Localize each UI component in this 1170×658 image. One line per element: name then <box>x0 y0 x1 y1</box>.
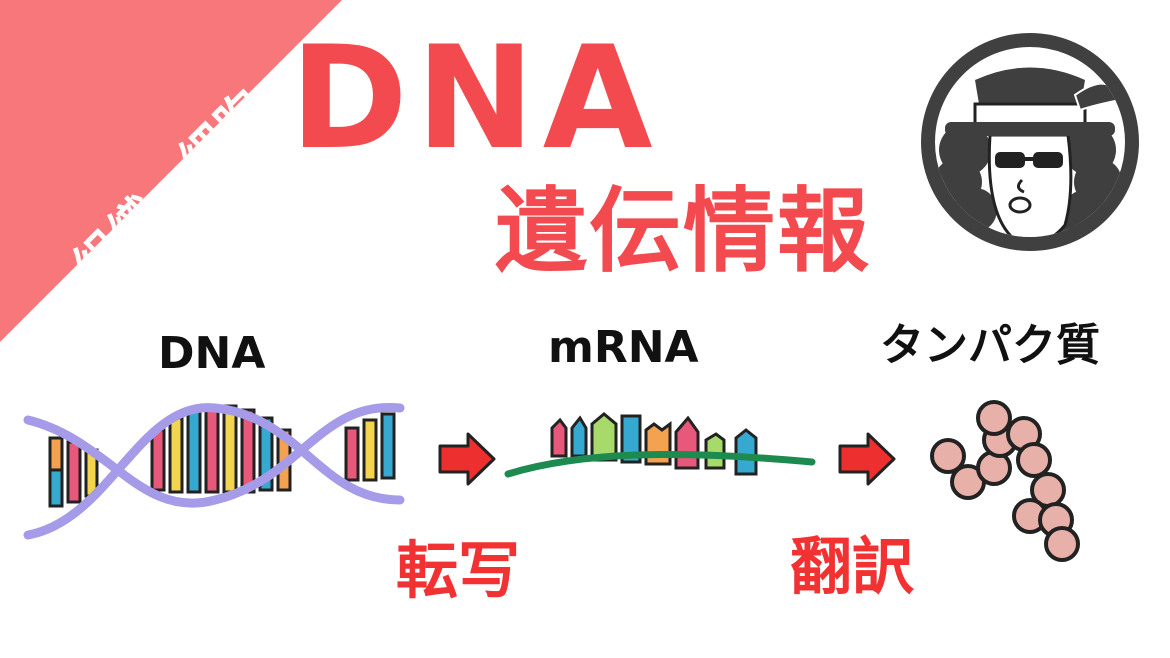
protein-chain-illustration <box>930 400 1080 562</box>
dna-helix-illustration <box>23 402 405 540</box>
translation-label: 翻訳 <box>790 530 915 603</box>
detective-avatar-icon <box>921 33 1139 251</box>
protein-label: タンパク質 <box>880 320 1100 371</box>
mrna-illustration <box>504 412 816 478</box>
dna-label: DNA <box>158 328 266 379</box>
page-subtitle: 遺伝情報 <box>495 178 872 285</box>
transcription-label: 転写 <box>396 534 521 607</box>
corner-banner <box>0 0 342 342</box>
red-right-arrow-icon <box>438 432 496 486</box>
red-right-arrow-icon <box>838 432 896 486</box>
page-title: DNA <box>290 16 661 181</box>
mrna-label: mRNA <box>548 322 699 373</box>
